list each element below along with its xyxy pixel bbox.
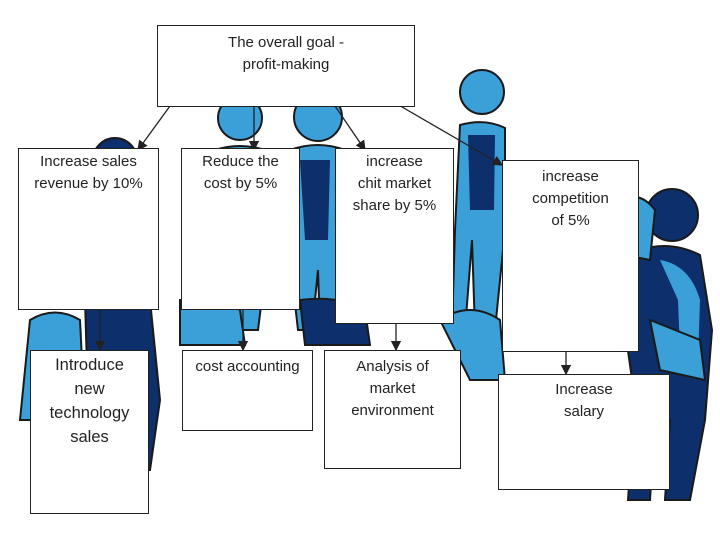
competition-box: increase competition of 5% [502, 160, 639, 352]
goal-line1: The overall goal - [228, 34, 344, 51]
market-share-box: increase chit market share by 5% [335, 148, 454, 324]
goal-line2: profit-making [242, 56, 330, 73]
market-analysis-box: Analysis of market environment [324, 350, 461, 469]
reduce-cost-line2: cost by 5% [203, 175, 278, 192]
new-technology-line1: Introduce [55, 356, 124, 374]
cost-accounting-line1: cost accounting [195, 358, 300, 375]
reduce-cost-box: Reduce the cost by 5% [181, 148, 300, 310]
market-analysis-line3: environment [351, 402, 434, 419]
increase-salary-line2: salary [563, 403, 604, 420]
goal-box: The overall goal - profit-making [157, 25, 415, 107]
market-share-line3: share by 5% [352, 197, 437, 214]
new-technology-box: Introduce new technology sales [30, 350, 149, 514]
figure-top-right [450, 69, 506, 331]
increase-salary-line1: Increase [555, 381, 613, 398]
new-technology-line4: sales [70, 428, 109, 446]
new-technology-line3: technology [49, 404, 130, 422]
market-share-line2: chit market [357, 175, 432, 192]
competition-line2: competition [532, 190, 609, 207]
market-analysis-line1: Analysis of [356, 358, 429, 375]
competition-line3: of 5% [551, 212, 590, 229]
competition-line1: increase [542, 168, 599, 185]
cost-accounting-box: cost accounting [182, 350, 313, 431]
increase-salary-box: Increase salary [498, 374, 670, 490]
new-technology-line2: new [74, 380, 105, 398]
sales-revenue-line2: revenue by 10% [34, 175, 143, 192]
reduce-cost-line1: Reduce the [202, 153, 279, 170]
market-analysis-line2: market [369, 380, 416, 397]
market-share-line1: increase [366, 153, 423, 170]
sales-revenue-line1: Increase sales [40, 153, 137, 170]
sales-revenue-box: Increase sales revenue by 10% [18, 148, 159, 310]
